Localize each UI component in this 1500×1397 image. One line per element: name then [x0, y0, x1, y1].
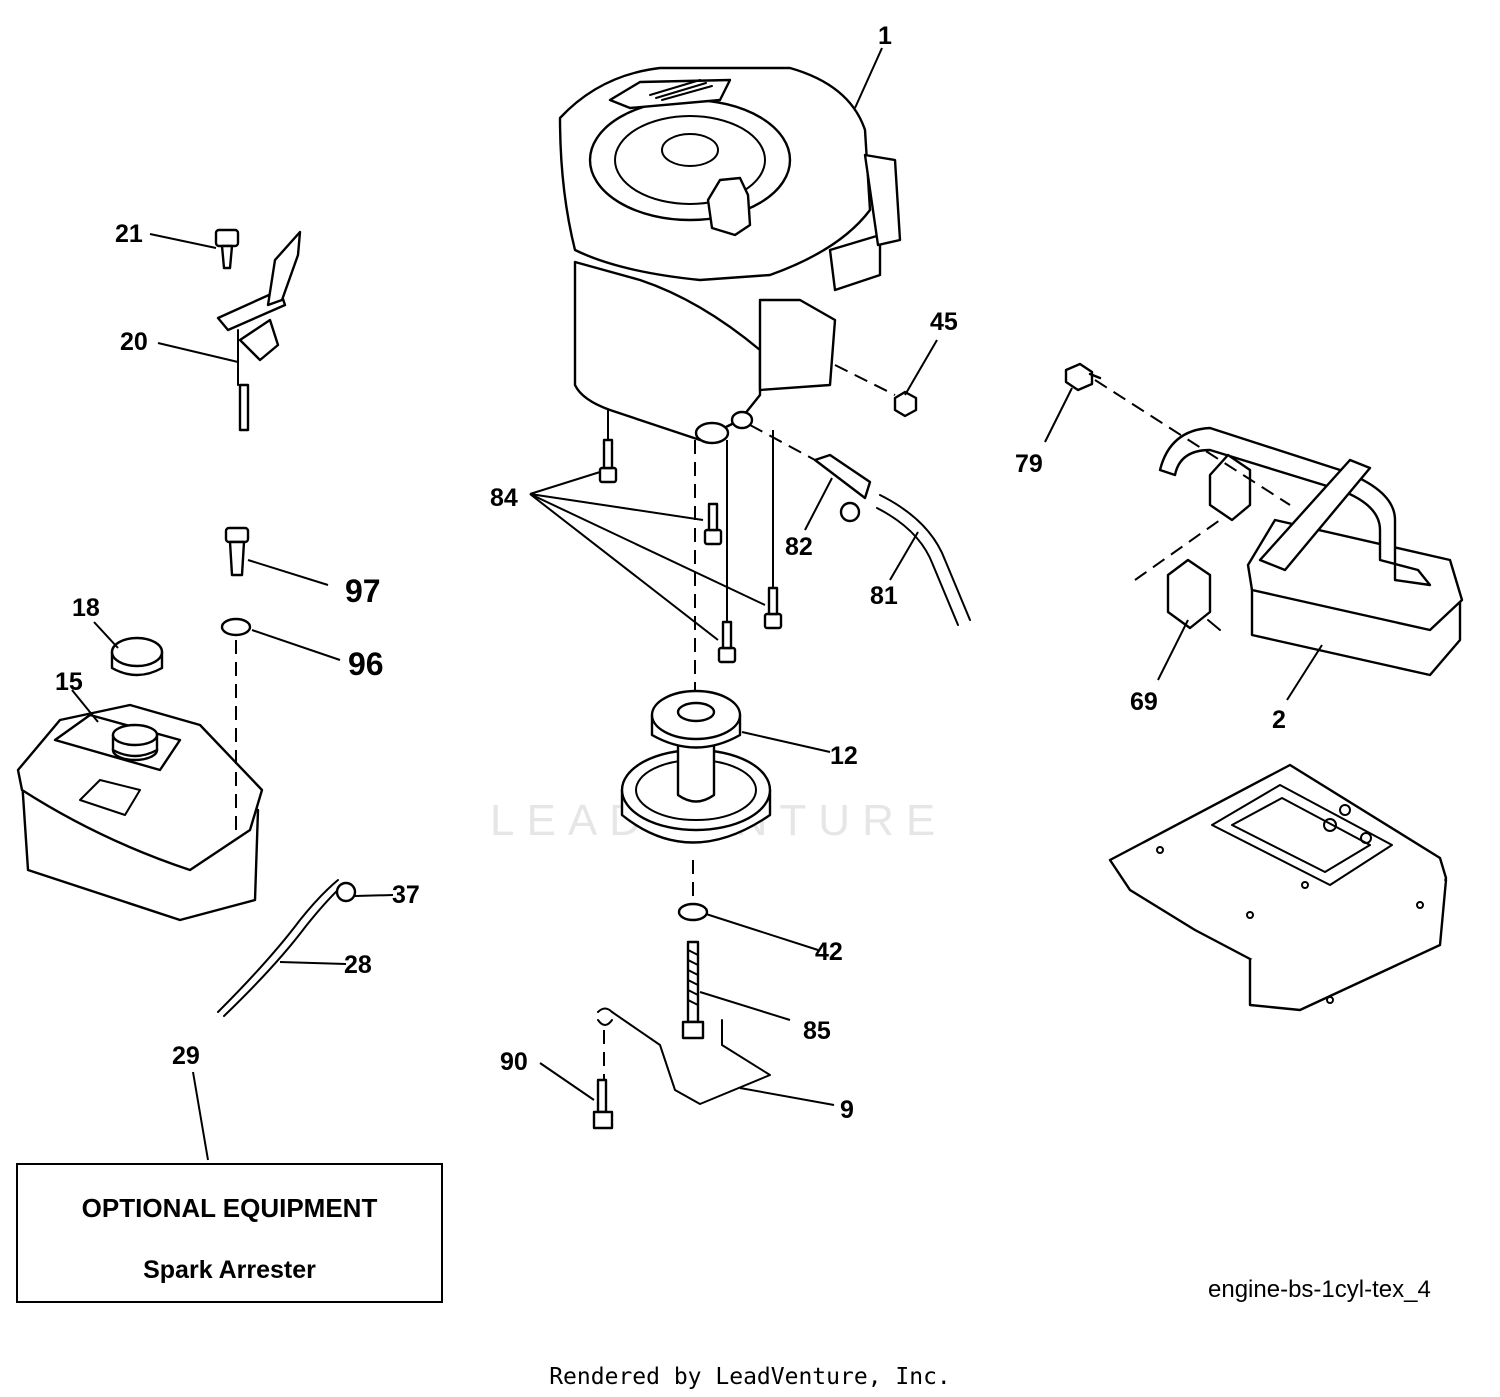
- clamp-part: [335, 881, 357, 903]
- screw-part: [224, 526, 250, 577]
- optional-equipment-item: Spark Arrester: [143, 1256, 316, 1284]
- fuel-cap-part: [110, 636, 164, 677]
- callout-45: 45: [930, 308, 958, 336]
- callout-9: 9: [840, 1096, 854, 1124]
- flange-gasket-part: [1208, 453, 1252, 522]
- callout-79: 79: [1015, 450, 1043, 478]
- callout-28: 28: [344, 951, 372, 979]
- callout-96: 96: [348, 646, 384, 682]
- callout-12: 12: [830, 742, 858, 770]
- gasket-part: [1166, 558, 1212, 630]
- callout-82: 82: [785, 533, 813, 561]
- pulley-washer-part: [677, 902, 709, 922]
- callout-69: 69: [1130, 688, 1158, 716]
- leader-lines: [71, 47, 1323, 1161]
- callout-29: 29: [172, 1042, 200, 1070]
- engine-bolts: [598, 410, 783, 664]
- oil-drain-part: [749, 424, 971, 626]
- callout-20: 20: [120, 328, 148, 356]
- washer-part: [220, 617, 252, 637]
- callout-18: 18: [72, 594, 100, 622]
- bracket-part: [597, 1007, 771, 1105]
- callout-97: 97: [345, 573, 381, 609]
- callout-84: 84: [490, 484, 518, 512]
- callout-21: 21: [115, 220, 143, 248]
- callout-42: 42: [815, 938, 843, 966]
- callout-85: 85: [803, 1017, 831, 1045]
- optional-equipment-box: OPTIONAL EQUIPMENT Spark Arrester: [16, 1163, 443, 1303]
- pulley-part: [620, 689, 772, 844]
- callout-1: 1: [878, 22, 892, 50]
- optional-equipment-title: OPTIONAL EQUIPMENT: [81, 1193, 378, 1223]
- callout-81: 81: [870, 582, 898, 610]
- bracket-bolt-part: [592, 1030, 614, 1130]
- throttle-control-part: [214, 228, 302, 432]
- muffler-part: [1158, 426, 1464, 677]
- fuel-line-part: [217, 879, 339, 1013]
- render-credit: Rendered by LeadVenture, Inc.: [549, 1364, 951, 1390]
- callout-15: 15: [55, 668, 83, 696]
- muffler-screw-part: [1064, 362, 1102, 392]
- callout-90: 90: [500, 1048, 528, 1076]
- callout-2: 2: [1272, 706, 1286, 734]
- nut-part: [893, 390, 918, 418]
- pulley-bolt-part: [681, 940, 705, 1040]
- diagram-code: engine-bs-1cyl-tex_4: [1208, 1276, 1431, 1303]
- callout-37: 37: [392, 881, 420, 909]
- engine-part: [558, 66, 902, 445]
- mount-plate-part: [1108, 763, 1448, 1012]
- tank-cap: [111, 723, 159, 762]
